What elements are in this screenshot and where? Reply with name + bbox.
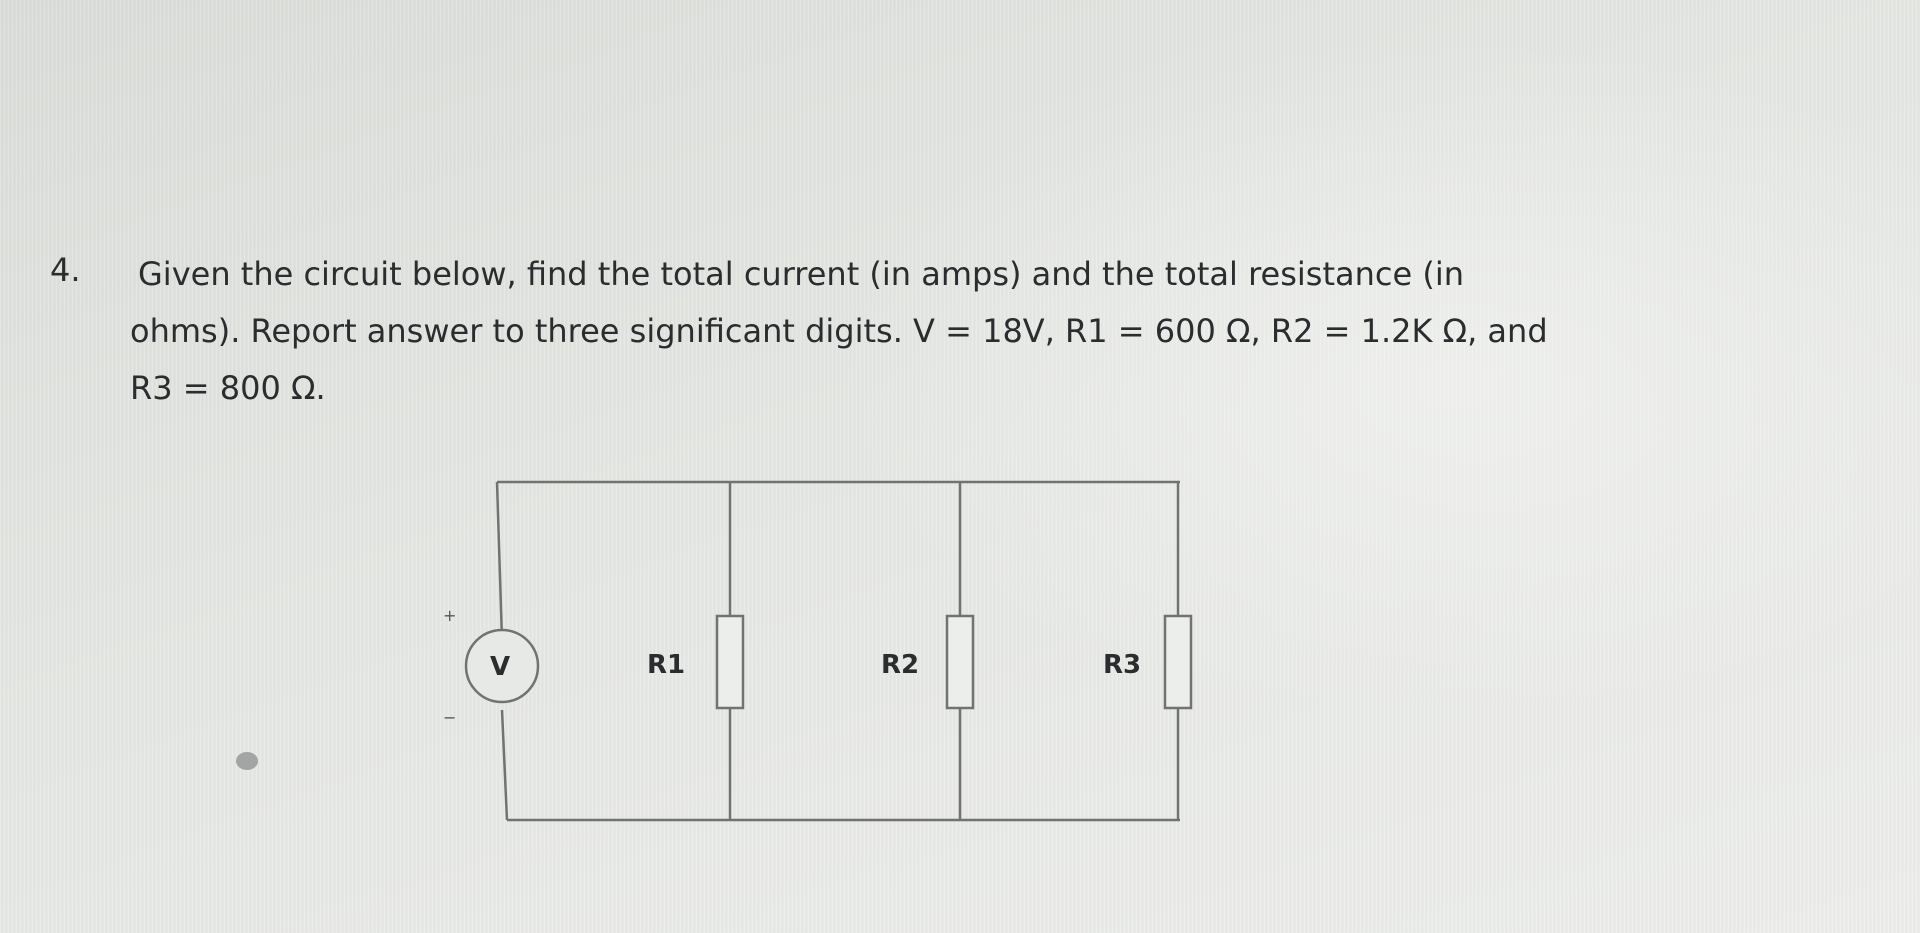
resistor-r2-symbol xyxy=(945,614,975,710)
negative-terminal-sign: − xyxy=(443,708,457,727)
question-number: 4. xyxy=(50,251,81,289)
question-text: Given the circuit below, find the total … xyxy=(130,246,1810,417)
resistor-r1-label: R1 xyxy=(647,650,686,680)
resistor-r3-symbol xyxy=(1163,614,1193,710)
resistor-r2-label: R2 xyxy=(881,650,920,680)
source-wire-top xyxy=(495,481,504,641)
question-line-2: ohms). Report answer to three significan… xyxy=(130,312,1548,350)
voltage-source-label: V xyxy=(490,652,511,682)
question-line-3: R3 = 800 Ω. xyxy=(130,369,326,407)
source-wire-bottom xyxy=(500,709,509,821)
positive-terminal-sign: + xyxy=(443,606,457,625)
stray-dot xyxy=(236,752,258,770)
resistor-r3-label: R3 xyxy=(1103,650,1142,680)
question-line-1: Given the circuit below, find the total … xyxy=(138,255,1464,293)
resistor-r1-symbol xyxy=(715,614,745,710)
circuit-diagram: V + − R1 R2 R3 xyxy=(440,470,1200,830)
voltage-source-symbol xyxy=(464,628,540,704)
circuit-wiring xyxy=(464,480,1193,822)
